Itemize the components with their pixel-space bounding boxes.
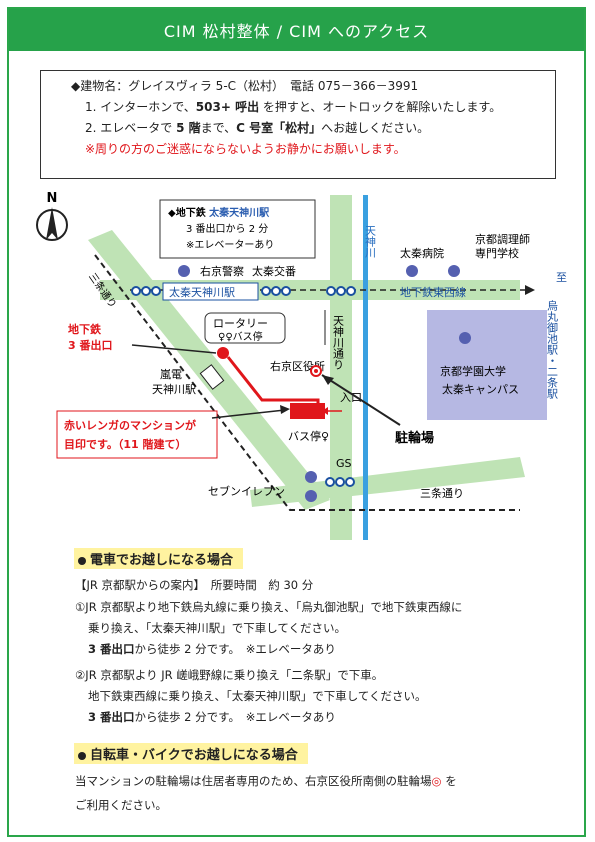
route2-line2: 地下鉄東西線に乗り換え、「太秦天神川駅」で下車してください。 bbox=[88, 689, 427, 703]
randen-track bbox=[94, 254, 520, 511]
route1-line2: 乗り換え、「太秦天神川駅」で下車してください。 bbox=[88, 621, 347, 635]
route1-line1: ①JR 京都駅より地下鉄烏丸線に乗り換え、「烏丸御池駅」で地下鉄東西線に bbox=[75, 600, 463, 614]
svg-text:セブンイレブン: セブンイレブン bbox=[208, 484, 285, 498]
route2-line1: ②JR 京都駅より JR 嵯峨野線に乗り換え「二条駅」で下車。 bbox=[75, 668, 384, 682]
tenjin-river bbox=[363, 195, 368, 540]
svg-text:太秦病院: 太秦病院 bbox=[400, 246, 444, 260]
rotary-box bbox=[204, 312, 286, 344]
compass-n: N bbox=[47, 191, 58, 206]
svg-text:赤いレンガのマンションが: 赤いレンガのマンションが bbox=[64, 418, 196, 432]
svg-text:3 番出口から 2 分: 3 番出口から 2 分 bbox=[186, 222, 268, 235]
svg-text:3 番出口: 3 番出口 bbox=[68, 338, 112, 352]
bike-heading: 自転車・バイクでお越しになる場合 bbox=[74, 743, 308, 764]
svg-text:ロータリー: ロータリー bbox=[213, 317, 268, 330]
bike-line1: 当マンションの駐輪場は住居者専用のため、右京区役所南側の駐輪場◎ を bbox=[75, 774, 457, 788]
bullet-icon bbox=[78, 556, 86, 565]
svg-text:GS: GS bbox=[336, 457, 352, 470]
route-label: 【JR 京都駅からの案内】 所要時間 約 30 分 bbox=[75, 578, 314, 592]
police-dot bbox=[178, 265, 190, 277]
page-title: CIM 松村整体 / CIM へのアクセス bbox=[9, 9, 584, 51]
svg-text:※エレベーターあり: ※エレベーターあり bbox=[186, 239, 274, 251]
parking-arrow bbox=[321, 374, 401, 426]
svg-text:入口: 入口 bbox=[340, 391, 362, 404]
svg-text:太秦交番: 太秦交番 bbox=[252, 264, 296, 278]
svg-text:京都調理師: 京都調理師 bbox=[475, 232, 530, 246]
page-frame bbox=[7, 7, 586, 837]
campus-dot bbox=[459, 332, 471, 344]
svg-text:◆地下鉄 太秦天神川駅: ◆地下鉄 太秦天神川駅 bbox=[168, 206, 270, 219]
elevator-instruction: 2. エレベータで 5 階まで、C 号室「松村」へお越しください。 bbox=[85, 121, 430, 135]
intercom-instruction: 1. インターホンで、503+ 呼出 を押すと、オートロックを解除いたします。 bbox=[85, 100, 502, 114]
svg-text:天神川: 天神川 bbox=[364, 225, 377, 258]
school-dot bbox=[448, 265, 460, 277]
svg-text:地下鉄: 地下鉄 bbox=[68, 322, 102, 336]
exit3-marker bbox=[217, 347, 229, 359]
hospital-dot bbox=[406, 265, 418, 277]
sanjo-road bbox=[250, 457, 525, 507]
svg-text:駐輪場: 駐輪場 bbox=[395, 430, 434, 446]
station-markers bbox=[131, 286, 356, 487]
svg-text:烏丸御池駅・二条駅: 烏丸御池駅・二条駅 bbox=[546, 299, 559, 400]
building-info-box: ◆建物名：グレイスヴィラ 5-C（松村） 電話 075－366－3991 1. … bbox=[40, 70, 556, 179]
building-name-line: ◆建物名：グレイスヴィラ 5-C（松村） 電話 075－366－3991 bbox=[71, 79, 419, 93]
landmark-note-box bbox=[56, 410, 218, 459]
gs-dot bbox=[305, 471, 317, 483]
seven-dot bbox=[305, 490, 317, 502]
svg-text:天神川駅: 天神川駅 bbox=[152, 382, 196, 396]
svg-text:嵐電: 嵐電 bbox=[160, 368, 182, 381]
svg-text:太秦キャンパス: 太秦キャンパス bbox=[442, 382, 519, 396]
parking-target-icon: ◎ bbox=[431, 774, 442, 788]
svg-text:地下鉄東西線: 地下鉄東西線 bbox=[400, 285, 466, 299]
route2-line3: 3 番出口から徒歩 2 分です。 ※エレベータあり bbox=[88, 710, 336, 724]
subway-arrow bbox=[525, 285, 535, 295]
svg-text:至: 至 bbox=[556, 271, 567, 284]
campus-block bbox=[427, 310, 547, 420]
compass-needle bbox=[46, 207, 58, 240]
station-label-box bbox=[162, 282, 259, 301]
svg-text:京都学園大学: 京都学園大学 bbox=[440, 364, 506, 378]
quiet-notice: ※周りの方のご迷惑にならないようお静かにお願いします。 bbox=[85, 142, 406, 156]
svg-text:目印です。（11 階建て）: 目印です。（11 階建て） bbox=[64, 437, 187, 451]
svg-text:天神川通り: 天神川通り bbox=[332, 315, 345, 370]
svg-text:右京警察: 右京警察 bbox=[200, 264, 244, 278]
train-heading: 電車でお越しになる場合 bbox=[74, 548, 244, 569]
bike-line2: ご利用ください。 bbox=[75, 798, 167, 812]
svg-text:バス停♀: バス停♀ bbox=[288, 429, 329, 443]
svg-text:太秦天神川駅: 太秦天神川駅 bbox=[169, 285, 235, 299]
randen-station bbox=[199, 364, 225, 390]
svg-text:専門学校: 専門学校 bbox=[475, 246, 519, 260]
svg-text:♀♀バス停: ♀♀バス停 bbox=[218, 330, 263, 343]
bullet-icon bbox=[78, 751, 86, 760]
access-map: N ◆地下鉄 太秦天神川駅 3 番出口から 2 分 ※エレベーターあり 右京警察… bbox=[36, 191, 567, 540]
mansion-building bbox=[290, 403, 325, 419]
route1-line3: 3 番出口から徒歩 2 分です。 ※エレベータあり bbox=[88, 642, 336, 656]
exit-info-box bbox=[159, 199, 316, 259]
svg-text:三条通り: 三条通り bbox=[420, 486, 464, 500]
